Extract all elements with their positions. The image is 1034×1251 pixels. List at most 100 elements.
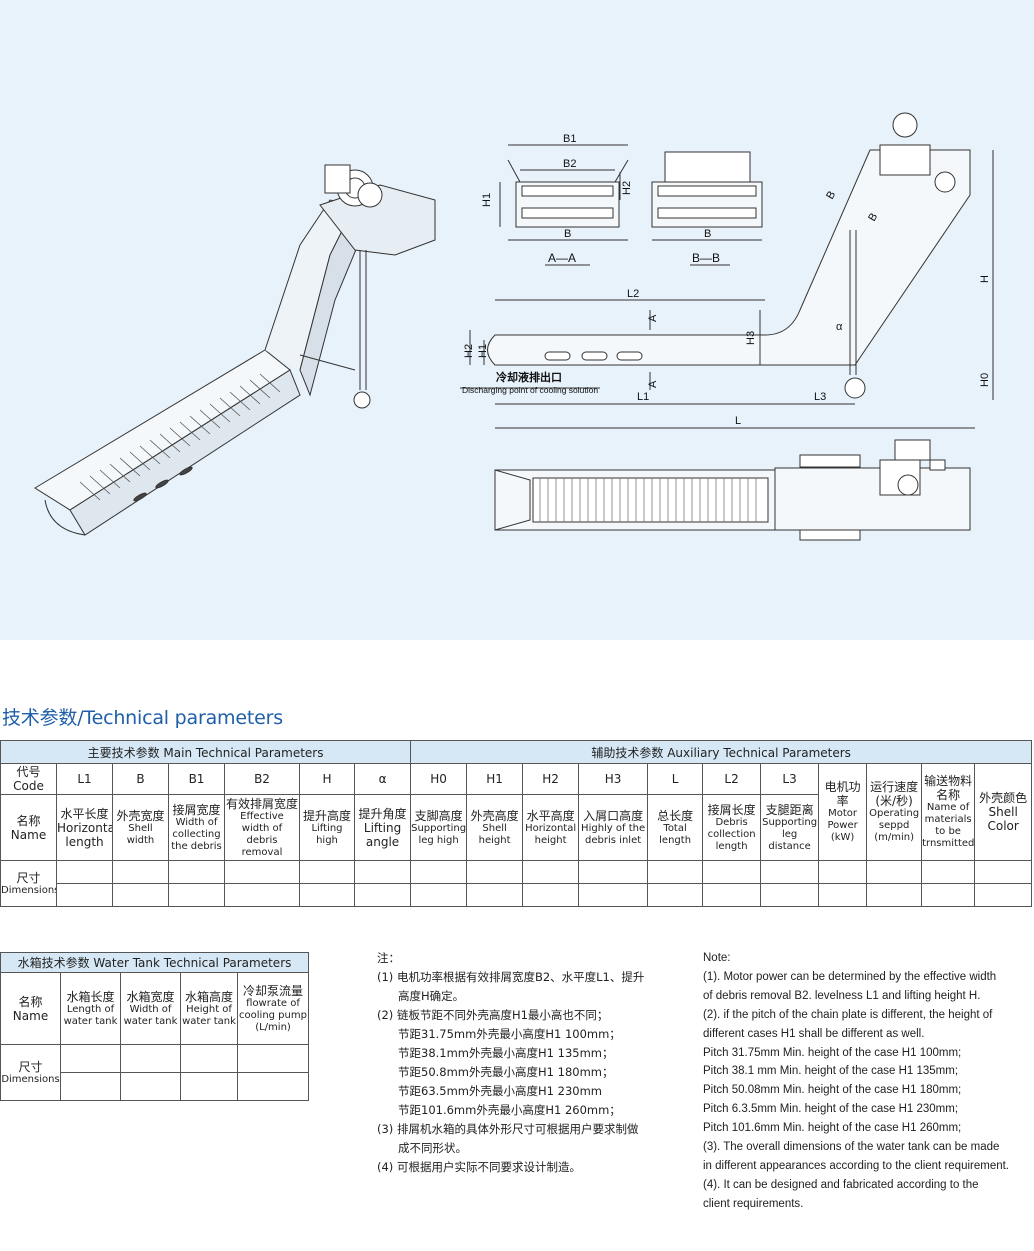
section-title: 技术参数/Technical parameters (2, 707, 283, 729)
label-h2-side: H2 (463, 344, 475, 358)
main-parameters-table: 主要技术参数 Main Technical Parameters 辅助技术参数 … (0, 740, 1033, 907)
code-b: B (112, 763, 169, 795)
drawing-panel: B1 B2 B H1 H2 A—A B B—B L2 L1 L3 L H H0 … (0, 0, 1034, 640)
label-h0: H0 (979, 373, 991, 387)
note-en-pitch-1: Pitch 31.75mm Min. height of the case H1… (703, 1046, 962, 1059)
code-l2: L2 (702, 763, 762, 795)
label-b1: B1 (563, 133, 576, 145)
label-h: H (979, 275, 991, 283)
note-en-pitch-4: Pitch 6.3.5mm Min. height of the case H1… (703, 1103, 959, 1116)
note-cn-4: (4) 可根据用户实际不同要求设计制造。 (377, 1160, 581, 1174)
note-cn-3-cont: 成不同形状。 (398, 1141, 467, 1155)
code-h1: H1 (466, 763, 524, 795)
note-en-3-cont: in different appearances according to th… (703, 1159, 1010, 1172)
label-l3: L3 (814, 391, 826, 403)
note-cn-1: (1) 电机功率根据有效排屑宽度B2、水平度L1、提升 (377, 970, 645, 984)
water-tank-title: 水箱技术参数 Water Tank Technical Parameters (0, 952, 310, 973)
code-alpha: α (353, 763, 412, 795)
label-alpha: α (836, 321, 843, 333)
note-cn-heading: 注： (377, 951, 400, 965)
label-l2: L2 (627, 288, 639, 300)
side-elevation (460, 112, 994, 429)
code-h0: H0 (410, 763, 468, 795)
aux-group-header: 辅助技术参数 Auxiliary Technical Parameters (410, 740, 1033, 764)
code-h3: H3 (578, 763, 649, 795)
label-section-aa: A—A (548, 251, 576, 265)
note-en-2-cont: different cases H1 shall be different as… (703, 1027, 925, 1040)
note-cn-2-pitch-1: 节距31.75mm外壳最小高度H1 100mm； (398, 1027, 621, 1041)
isometric-conveyor (34, 164, 436, 536)
label-a-top: A (647, 314, 659, 322)
notes-english: Note: (1). Motor power can be determined… (703, 949, 1033, 1214)
label-b2: B2 (563, 158, 576, 170)
note-cn-3: (3) 排屑机水箱的具体外形尺寸可根据用户要求制做 (377, 1122, 639, 1136)
label-a-bottom: A (647, 380, 659, 388)
label-h2: H2 (621, 181, 633, 195)
label-b-bb: B (704, 228, 711, 240)
plan-view (494, 439, 971, 541)
section-aa (499, 144, 629, 266)
code-h2: H2 (522, 763, 580, 795)
label-section-bb: B—B (692, 251, 720, 265)
code-l3: L3 (760, 763, 820, 795)
label-l1: L1 (637, 391, 649, 403)
note-en-3: (3). The overall dimensions of the water… (703, 1141, 1000, 1154)
note-en-pitch-5: Pitch 101.6mm Min. height of the case H1… (703, 1122, 962, 1135)
note-en-pitch-3: Pitch 50.08mm Min. height of the case H1… (703, 1084, 962, 1097)
note-cn-1-cont: 高度H确定。 (398, 989, 465, 1003)
code-l1: L1 (56, 763, 113, 795)
note-cn-2-pitch-3: 节距50.8mm外壳最小高度H1 180mm； (398, 1065, 614, 1079)
label-discharge-cn: 冷却液排出口 (496, 370, 562, 384)
note-cn-2-pitch-4: 节距63.5mm外壳最小高度H1 230mm (398, 1084, 602, 1098)
note-en-1: (1). Motor power can be determined by th… (703, 970, 997, 983)
label-h1-side: H1 (477, 344, 489, 358)
note-en-2: (2). if the pitch of the chain plate is … (703, 1008, 993, 1021)
section-bb (651, 151, 763, 266)
main-group-header: 主要技术参数 Main Technical Parameters (0, 740, 412, 764)
notes-chinese: 注： (1) 电机功率根据有效排屑宽度B2、水平度L1、提升 高度H确定。 (2… (377, 949, 677, 1177)
note-en-4-cont: client requirements. (703, 1197, 804, 1210)
note-cn-2-pitch-5: 节距101.6mm外壳最小高度H1 260mm； (398, 1103, 621, 1117)
conveyor-drawing: B1 B2 B H1 H2 A—A B B—B L2 L1 L3 L H H0 … (34, 112, 994, 541)
label-discharge-en: Discharging point of cooling solution (462, 385, 598, 395)
water-tank-table: 水箱技术参数 Water Tank Technical Parameters 名… (0, 952, 310, 1101)
note-en-4: (4). It can be designed and fabricated a… (703, 1178, 979, 1191)
note-en-pitch-2: Pitch 38.1 mm Min. height of the case H1… (703, 1065, 959, 1078)
label-h1: H1 (481, 193, 493, 207)
code-b2: B2 (224, 763, 300, 795)
label-b-aa: B (564, 228, 571, 240)
label-b-side-1: B (824, 189, 838, 201)
note-en-1-cont: of debris removal B2. levelness L1 and l… (703, 989, 981, 1002)
code-b1: B1 (168, 763, 225, 795)
label-l: L (735, 415, 741, 427)
label-h3: H3 (745, 331, 757, 345)
note-cn-2-pitch-2: 节距38.1mm外壳最小高度H1 135mm； (398, 1046, 614, 1060)
code-h: H (299, 763, 355, 795)
note-en-heading: Note: (703, 952, 731, 964)
note-cn-2: (2) 链板节距不同外壳高度H1最小高也不同； (377, 1008, 609, 1022)
